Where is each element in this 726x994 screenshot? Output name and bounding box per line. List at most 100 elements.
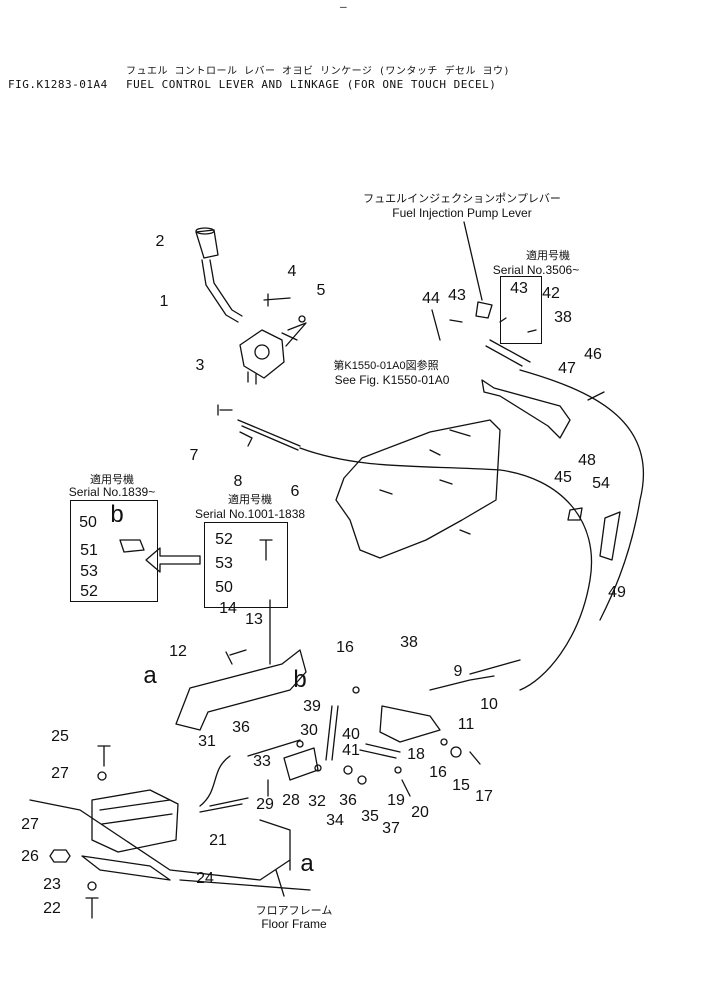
callout-44: 44 [422,290,440,307]
callout-1: 1 [159,293,169,310]
callout-43: 43 [448,287,466,304]
callout-13: 13 [245,611,263,628]
callout-5: 5 [316,282,326,299]
callout-36b: 36 [339,792,357,809]
sleeve-49 [600,512,620,560]
fuel-pump-label-en: Fuel Injection Pump Lever [392,206,532,220]
serial-1839: Serial No.1839~ [68,485,156,499]
callout-41: 41 [342,742,360,759]
callout-6: 6 [290,483,300,500]
callout-11: 11 [457,716,475,733]
callout-2: 2 [155,233,165,250]
callout-10: 10 [480,696,498,713]
serial-3506: Serial No.3506~ [492,263,580,277]
callout-23: 23 [43,876,61,893]
arrow-to-serial [146,548,200,572]
bolt-13 [226,650,246,664]
callout-43b: 43 [510,280,528,297]
serial-jp-1839: 適用号機 [90,474,134,486]
callout-24: 24 [196,870,214,887]
callout-47: 47 [558,360,576,377]
callout-29: 29 [256,796,274,813]
lever-assembly-11 [380,706,440,742]
callout-15: 15 [452,777,470,794]
callout-51: 51 [80,542,98,559]
control-lever-rod [202,260,242,322]
serial-box-3506 [500,276,542,344]
floor-plate-24 [30,800,290,880]
bracket-45 [482,380,570,438]
bolt-22 [86,898,98,918]
cable-upper-right [520,370,643,620]
callout-48: 48 [578,452,596,469]
callout-27: 27 [51,765,69,782]
callout-26: 26 [21,848,39,865]
serial-box-1001 [204,522,288,608]
callout-53b: 53 [215,555,233,572]
callout-17: 17 [475,788,493,805]
callout-28: 28 [282,792,300,809]
cable-18 [360,744,400,758]
control-box-21 [92,790,178,852]
callout-8: 8 [233,473,243,490]
ref-b-bracket: b [293,666,307,693]
cable-6-upper [300,448,592,690]
cable-joint-9 [430,660,520,690]
callout-38b: 38 [400,634,418,651]
serial-1001: Serial No.1001-1838 [194,507,306,521]
jp-title: フュエル コントロール レバー オヨビ リンケージ (ワンタッチ デセル ヨウ) [126,66,510,77]
link-rod-38 [486,340,530,366]
callout-35: 35 [361,808,379,825]
floor-frame [180,820,310,890]
callout-52: 52 [80,583,98,600]
fuel-pump-label-jp: フュエルインジェクションポンプレバー [363,193,561,205]
bolt-7 [218,405,232,415]
cable-to-box [200,798,248,812]
callout-45: 45 [554,469,572,486]
see-fig-en: See Fig. K1550-01A0 [334,373,450,387]
washer-5 [299,316,305,322]
callout-14: 14 [219,600,237,617]
callout-19: 19 [387,792,405,809]
link-30 [326,706,338,760]
callout-16b: 16 [429,764,447,781]
serial-jp-3506: 適用号機 [526,250,570,262]
callout-42: 42 [542,285,560,302]
bolt-25 [98,746,110,766]
page-mark: ― [340,0,348,13]
ref-b-box: b [110,501,124,528]
callout-50: 50 [79,514,97,531]
callout-46: 46 [584,346,602,363]
callout-36: 36 [232,719,250,736]
callout-7: 7 [189,447,199,464]
callout-38: 38 [554,309,572,326]
callout-33: 33 [253,753,271,770]
floor-frame-en: Floor Frame [261,917,327,931]
callout-34: 34 [326,812,344,829]
callout-25: 25 [51,728,69,745]
wire-harness [200,740,300,806]
figure-title: FUEL CONTROL LEVER AND LINKAGE (FOR ONE … [126,78,497,91]
callout-40: 40 [342,726,360,743]
cable-end-rod [238,420,300,450]
callout-22: 22 [43,900,61,917]
callout-4: 4 [287,263,297,280]
floor-plate [336,420,500,558]
ref-a-lower: a [300,850,314,877]
callout-39: 39 [303,698,321,715]
callout-53: 53 [80,563,98,580]
bolt-4 [264,294,290,306]
lever-bracket [240,330,284,384]
callout-12: 12 [169,643,187,660]
callout-54: 54 [592,475,610,492]
bracket-12 [176,650,306,730]
serial-box-1839 [70,500,158,602]
callout-20: 20 [411,804,429,821]
callout-52b: 52 [215,531,233,548]
callout-27b: 27 [21,816,39,833]
block-28 [284,748,318,780]
callout-30: 30 [300,722,318,739]
callout-50b: 50 [215,579,233,596]
nut-26 [50,850,70,862]
callout-21: 21 [209,832,227,849]
